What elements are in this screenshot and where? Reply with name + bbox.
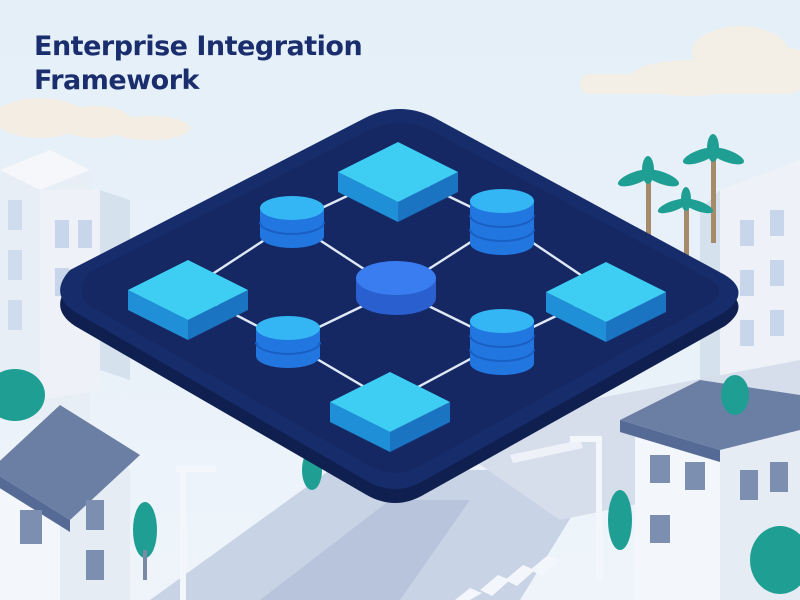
database-upper-right[interactable] (469, 189, 535, 255)
module-box-icon (338, 142, 458, 202)
central-hub[interactable] (356, 261, 436, 315)
module-bottom-right-face (390, 402, 450, 452)
module-bottom[interactable] (330, 372, 450, 452)
database-lower-right-tier-line (469, 334, 535, 348)
module-top[interactable] (338, 142, 458, 222)
database-upper-left-base (260, 224, 324, 248)
database-lower-right[interactable] (469, 309, 535, 375)
module-box-icon (546, 262, 666, 322)
database-lower-left[interactable] (255, 316, 321, 368)
palm-trees (617, 134, 745, 263)
database-lower-left-base (256, 344, 320, 368)
database-icon (470, 309, 534, 333)
module-left-right-face (188, 290, 248, 340)
page-title: Enterprise Integration Framework (34, 30, 454, 98)
cloud-left (0, 98, 190, 140)
database-upper-right-base (470, 231, 534, 255)
module-box-icon (330, 372, 450, 432)
database-lower-right-tier-line (469, 348, 535, 362)
database-icon (260, 196, 324, 220)
trees (0, 369, 800, 594)
hub-disc-icon (356, 261, 436, 295)
title-line-2: Framework (34, 65, 199, 96)
nodes (128, 142, 666, 452)
database-upper-right-tier-line (469, 214, 535, 228)
title-line-1: Enterprise Integration (34, 31, 363, 62)
cloud-right (580, 26, 800, 96)
module-box-icon (128, 260, 248, 320)
street-lamps (176, 436, 602, 600)
database-lower-left-tier-line (255, 341, 321, 355)
database-icon (470, 189, 534, 213)
database-icon (256, 316, 320, 340)
database-upper-right-tier-line (469, 228, 535, 242)
module-top-left-face (338, 172, 398, 222)
module-right-left-face (546, 292, 606, 342)
building-right-back (700, 160, 800, 430)
module-right-right-face (606, 292, 666, 342)
database-lower-right-base (470, 351, 534, 375)
module-left[interactable] (128, 260, 248, 340)
module-top-right-face (398, 172, 458, 222)
database-upper-left[interactable] (259, 196, 325, 248)
database-upper-left-tier-line (259, 221, 325, 235)
module-right[interactable] (546, 262, 666, 342)
module-left-left-face (128, 290, 188, 340)
house-left (0, 405, 140, 600)
module-bottom-left-face (330, 402, 390, 452)
